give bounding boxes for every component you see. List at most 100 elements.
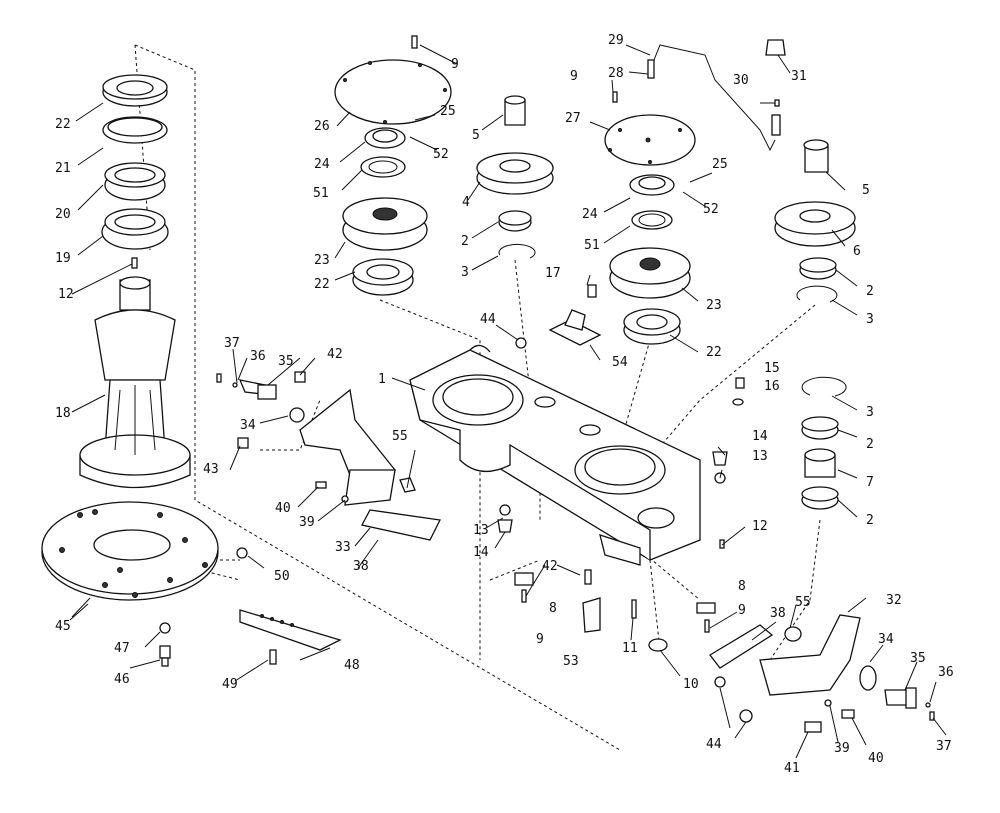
callout-label: 20 (55, 207, 71, 222)
left-bracket-assembly (216, 371, 441, 541)
callout-label: 48 (344, 658, 360, 673)
hub-18 (79, 276, 191, 489)
ring-24-51-right (629, 174, 675, 230)
callout-label: 9 (536, 632, 544, 647)
callout-label: 9 (738, 603, 746, 618)
ring-24-51-left (360, 127, 406, 178)
callout-label: 9 (570, 69, 578, 84)
knife-48 (239, 609, 342, 665)
callout-label: 37 (936, 739, 952, 754)
callout-label: 50 (274, 569, 290, 584)
bracket-54 (548, 284, 602, 346)
callout-label: 25 (440, 104, 456, 119)
callout-label: 17 (545, 266, 561, 281)
callout-label: 51 (313, 186, 329, 201)
main-housing-1 (409, 344, 701, 566)
callout-label: 49 (222, 677, 238, 692)
callout-label: 27 (565, 111, 581, 126)
callout-label: 5 (862, 183, 870, 198)
left-bearing-stack (101, 74, 169, 269)
callout-labels: 1 2 2 2 2 3 3 3 4 5 5 6 7 8 8 9 9 9 9 10… (55, 33, 954, 776)
callout-label: 44 (706, 737, 722, 752)
callout-label: 3 (866, 312, 874, 327)
callout-label: 40 (275, 501, 291, 516)
callout-label: 26 (314, 119, 330, 134)
callout-label: 24 (582, 207, 598, 222)
callout-label: 13 (473, 523, 489, 538)
bearing-22-left (352, 258, 414, 296)
callout-label: 12 (58, 287, 74, 302)
callout-label: 9 (451, 57, 459, 72)
callout-label: 22 (55, 117, 71, 132)
callout-label: 51 (584, 238, 600, 253)
callout-label: 10 (683, 677, 699, 692)
callout-label: 8 (738, 579, 746, 594)
bottom-center-parts (497, 337, 745, 652)
callout-label: 37 (224, 336, 240, 351)
callout-label: 8 (549, 601, 557, 616)
callout-label: 21 (55, 161, 71, 176)
callout-label: 35 (278, 354, 294, 369)
callout-label: 55 (392, 429, 408, 444)
callout-label: 46 (114, 672, 130, 687)
callout-label: 55 (795, 595, 811, 610)
callout-label: 52 (433, 147, 449, 162)
callout-label: 35 (910, 651, 926, 666)
callout-label: 42 (542, 559, 558, 574)
callout-label: 5 (472, 128, 480, 143)
gear-23-right (609, 247, 691, 299)
callout-label: 39 (299, 515, 315, 530)
cover-27 (604, 114, 696, 166)
callout-label: 36 (250, 349, 266, 364)
callout-label: 19 (55, 251, 71, 266)
callout-label: 29 (608, 33, 624, 48)
cover-26 (334, 35, 452, 125)
callout-label: 47 (114, 641, 130, 656)
callout-label: 2 (866, 513, 874, 528)
callout-label: 53 (563, 654, 579, 669)
right-stack (774, 139, 856, 510)
callout-label: 13 (752, 449, 768, 464)
callout-label: 12 (752, 519, 768, 534)
callout-label: 40 (868, 751, 884, 766)
callout-label: 2 (866, 437, 874, 452)
callout-label: 14 (752, 429, 768, 444)
callout-label: 38 (353, 559, 369, 574)
callout-label: 22 (314, 277, 330, 292)
gear-23-left (342, 197, 428, 251)
callout-label: 43 (203, 462, 219, 477)
callout-label: 38 (770, 606, 786, 621)
callout-label: 31 (791, 69, 807, 84)
callout-label: 15 (764, 361, 780, 376)
callout-label: 25 (712, 157, 728, 172)
callout-label: 52 (703, 202, 719, 217)
callout-label: 28 (608, 66, 624, 81)
callout-label: 6 (853, 244, 861, 259)
callout-label: 14 (473, 545, 489, 560)
callout-label: 3 (461, 265, 469, 280)
callout-label: 42 (327, 347, 343, 362)
callout-label: 23 (706, 298, 722, 313)
callout-label: 41 (784, 761, 800, 776)
callout-label: 32 (886, 593, 902, 608)
callout-label: 34 (240, 418, 256, 433)
callout-label: 7 (866, 475, 874, 490)
callout-label: 30 (733, 73, 749, 88)
callout-label: 18 (55, 406, 71, 421)
callout-label: 45 (55, 619, 71, 634)
callout-label: 23 (314, 253, 330, 268)
callout-label: 1 (378, 372, 386, 387)
callout-label: 11 (622, 641, 638, 656)
callout-label: 2 (866, 284, 874, 299)
leader-lines (69, 44, 947, 759)
callout-label: 24 (314, 157, 330, 172)
disc-45 (41, 501, 219, 601)
callout-label: 54 (612, 355, 628, 370)
bearing-22-right (623, 308, 681, 345)
callout-label: 2 (461, 234, 469, 249)
callout-label: 3 (866, 405, 874, 420)
callout-label: 16 (764, 379, 780, 394)
callout-label: 22 (706, 345, 722, 360)
